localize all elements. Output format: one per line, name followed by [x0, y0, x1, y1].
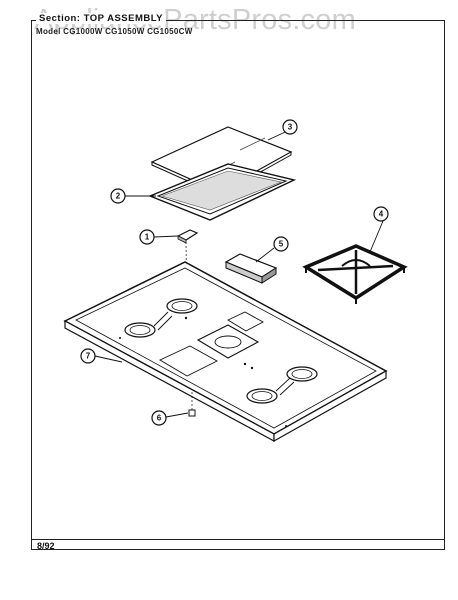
callout-label: 6 — [157, 414, 162, 423]
callout-1: 1 — [139, 229, 155, 245]
callout-label: 2 — [116, 192, 121, 201]
callout-label: 5 — [279, 240, 284, 249]
callout-5: 5 — [273, 236, 289, 252]
part-7-main-top — [63, 261, 388, 443]
section-title: Section: TOP ASSEMBLY — [36, 13, 166, 24]
callout-label: 7 — [86, 352, 91, 361]
leader-6 — [165, 412, 189, 418]
leader-4 — [369, 220, 384, 253]
callout-label: 4 — [379, 210, 384, 219]
callout-7: 7 — [80, 348, 96, 364]
footer-divider — [31, 539, 445, 540]
part-4-grate — [302, 244, 408, 304]
leader-7 — [94, 355, 123, 363]
callout-4: 4 — [373, 206, 389, 222]
callout-label: 1 — [145, 233, 150, 242]
diagram-frame — [31, 20, 445, 550]
callout-3: 3 — [282, 119, 298, 135]
callout-6: 6 — [151, 410, 167, 426]
model-list: Model CG1000W CG1050W CG1050CW — [36, 27, 193, 36]
leader-1 — [153, 235, 179, 238]
callout-2: 2 — [110, 188, 126, 204]
part-2-gasket — [148, 163, 297, 221]
part-5-bracket — [224, 253, 278, 284]
leader-5 — [255, 247, 275, 263]
revision-date: 8/92 — [37, 541, 55, 551]
part-6-screw — [188, 392, 196, 417]
callout-label: 3 — [288, 123, 293, 132]
